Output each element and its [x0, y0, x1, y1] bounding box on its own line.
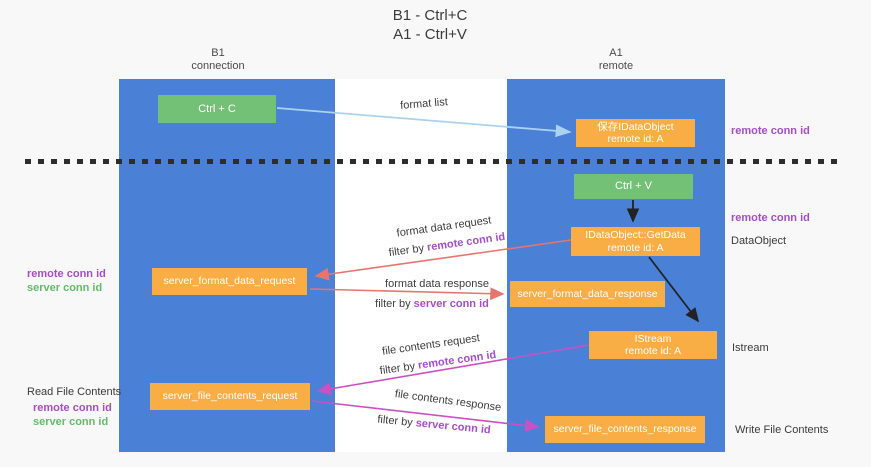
box-server-format-data-response: server_format_data_response [510, 281, 665, 307]
left-label-server-conn-id-top: server conn id [27, 282, 103, 294]
column-b1-role: connection [191, 60, 245, 72]
right-label-remote-conn-id-top: remote conn id [731, 125, 810, 137]
column-a1-name: A1 [609, 47, 623, 59]
box-save-idataobject: 保存IDataObject remote id: A [576, 119, 695, 147]
left-label-read-file-contents: Read File Contents [27, 386, 122, 398]
right-label-write-file-contents: Write File Contents [735, 424, 829, 436]
left-label-remote-conn-id-top: remote conn id [27, 268, 106, 280]
box-idataobject-getdata-line2: remote id: A [607, 241, 664, 254]
box-istream: IStream remote id: A [589, 331, 717, 359]
right-label-dataobject: DataObject [731, 235, 787, 247]
box-save-idataobject-line2: remote id: A [607, 133, 664, 145]
box-save-idataobject-line1: 保存IDataObject [597, 120, 674, 133]
right-label-istream: Istream [732, 342, 769, 354]
right-label-remote-conn-id-mid: remote conn id [731, 212, 810, 224]
box-ctrl-c-label: Ctrl + C [198, 102, 236, 115]
title-line-2: A1 - Ctrl+V [393, 26, 467, 43]
column-header-b1: B1 connection [158, 47, 278, 73]
box-idataobject-getdata: IDataObject::GetData remote id: A [571, 227, 700, 256]
box-istream-line2: remote id: A [624, 345, 682, 357]
box-server-file-contents-response: server_file_contents_response [545, 416, 705, 443]
box-istream-line1: IStream [634, 332, 672, 345]
filter-key-server-conn-id: server conn id [413, 298, 489, 310]
box-server-format-data-request-label: server_format_data_request [163, 275, 296, 288]
phase-separator-dashed-line [25, 159, 838, 164]
left-label-remote-conn-id-bottom: remote conn id [33, 402, 112, 414]
box-server-format-data-request: server_format_data_request [152, 268, 307, 295]
box-server-file-contents-response-label: server_file_contents_response [553, 423, 697, 436]
column-a1-role: remote [598, 60, 634, 72]
title-line-1: B1 - Ctrl+C [392, 7, 468, 24]
column-b1-name: B1 [211, 47, 225, 59]
label-format-data-response-filter: filter by server conn id [375, 298, 489, 310]
diagram-title: B1 - Ctrl+C A1 - Ctrl+V [330, 6, 530, 44]
column-header-a1: A1 remote [556, 47, 676, 73]
label-format-data-response: format data response [385, 278, 489, 290]
filter-by-prefix: filter by [375, 298, 414, 310]
box-server-file-contents-request: server_file_contents_request [150, 383, 310, 410]
box-server-file-contents-request-label: server_file_contents_request [162, 390, 298, 403]
box-ctrl-v: Ctrl + V [574, 174, 693, 199]
box-idataobject-getdata-line1: IDataObject::GetData [585, 229, 686, 241]
left-label-server-conn-id-bottom: server conn id [33, 416, 109, 428]
box-ctrl-v-label: Ctrl + V [615, 180, 652, 193]
box-server-format-data-response-label: server_format_data_response [517, 287, 658, 300]
box-ctrl-c: Ctrl + C [158, 95, 276, 123]
